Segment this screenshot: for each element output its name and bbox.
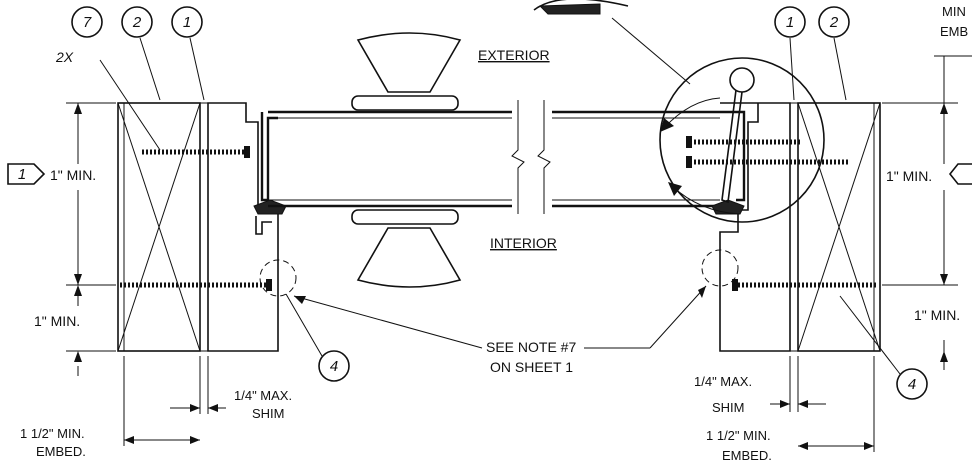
screw-left-lower — [120, 279, 272, 291]
tag-right-partial — [948, 163, 972, 185]
tag-1-left: 1 — [7, 163, 46, 185]
svg-text:1: 1 — [786, 14, 794, 31]
left-wood-buck — [117, 102, 201, 352]
svg-text:2: 2 — [132, 14, 142, 31]
dimension-right-shim — [770, 356, 826, 412]
shim-left-line2: SHIM — [252, 406, 285, 421]
note-line2: ON SHEET 1 — [490, 359, 573, 375]
screw-right-upper-2 — [686, 156, 850, 168]
exterior-label: EXTERIOR — [478, 47, 550, 63]
embed-right-line1: 1 1/2" MIN. — [706, 428, 771, 443]
callout-1-right: 1 — [774, 6, 806, 101]
screw-right-upper-1 — [686, 136, 800, 148]
callout-2-right: 2 — [818, 6, 850, 101]
callout-1-left: 1 — [171, 6, 205, 101]
svg-text:1: 1 — [183, 14, 191, 31]
min-left-top: 1" MIN. — [50, 167, 96, 183]
detail-dashed-circle-left — [259, 259, 297, 297]
callout-2-left: 2 — [121, 6, 161, 101]
note-line1: SEE NOTE #7 — [486, 339, 576, 355]
embed-right-line2: EMBED. — [722, 448, 772, 463]
corner-label-line2: EMB — [940, 24, 968, 39]
detail-dashed-circle-right — [701, 249, 739, 287]
dimension-left-shim — [170, 356, 226, 414]
svg-text:1: 1 — [18, 166, 26, 183]
embed-left-line1: 1 1/2" MIN. — [20, 426, 85, 441]
screw-left-upper — [142, 146, 250, 158]
shim-left-line1: 1/4" MAX. — [234, 388, 292, 403]
callout-7: 7 — [71, 6, 161, 151]
top-detail-fragment — [533, 0, 691, 85]
top-handle — [351, 32, 462, 111]
break-lines — [511, 100, 551, 214]
dimension-right-vertical — [882, 55, 972, 370]
callout-4-right: 4 — [839, 295, 928, 400]
shim-right-line1: 1/4" MAX. — [694, 374, 752, 389]
interior-label: INTERIOR — [490, 235, 557, 251]
embed-left-line2: EMBED. — [36, 444, 86, 459]
callout-4-left: 4 — [285, 293, 350, 382]
shim-right-line2: SHIM — [712, 400, 745, 415]
quantity-label: 2X — [55, 49, 74, 65]
dimension-left-vertical — [66, 102, 116, 376]
screw-right-lower — [732, 279, 878, 291]
svg-text:7: 7 — [83, 14, 92, 31]
min-left-bottom: 1" MIN. — [34, 313, 80, 329]
min-right-top: 1" MIN. — [886, 168, 932, 184]
note-leader-lines — [293, 285, 707, 349]
min-right-bottom: 1" MIN. — [914, 307, 960, 323]
svg-text:4: 4 — [908, 376, 916, 393]
dimension-right-embed — [798, 356, 875, 452]
bottom-handle — [351, 209, 462, 288]
svg-text:4: 4 — [330, 358, 338, 375]
svg-text:2: 2 — [829, 14, 839, 31]
detail-magnifier-circle — [659, 57, 825, 223]
corner-label-line1: MIN — [942, 4, 966, 19]
window-frame-section — [268, 110, 720, 208]
left-shim — [199, 102, 209, 352]
right-wood-buck — [797, 102, 881, 352]
dimension-left-embed — [123, 356, 200, 446]
